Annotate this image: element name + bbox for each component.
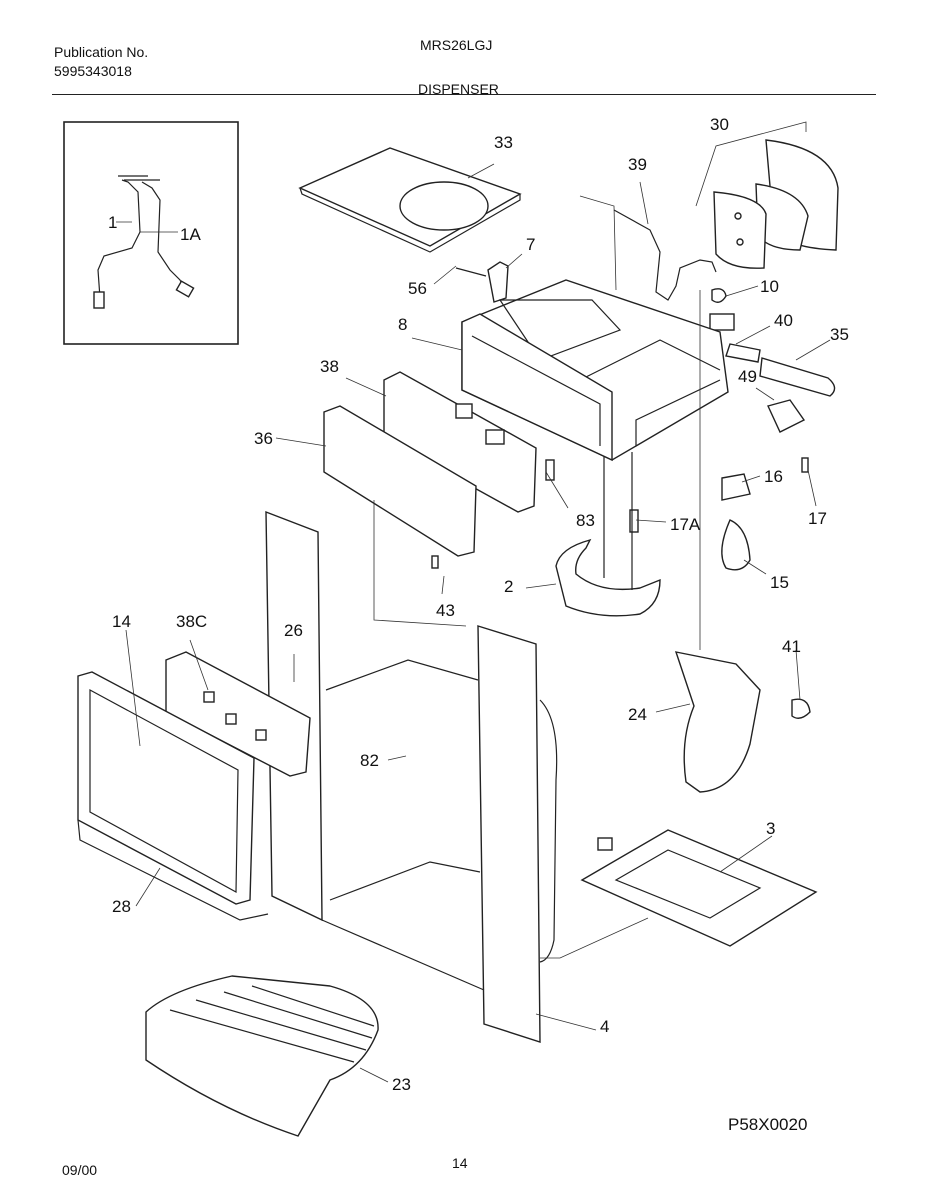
callout-33: 33 — [494, 133, 513, 152]
publication-number: 5995343018 — [54, 63, 132, 79]
part-24-actuator-arm — [674, 651, 811, 793]
part-39-wire-assembly — [613, 209, 735, 331]
callout-35: 35 — [830, 325, 849, 344]
callout-82: 82 — [360, 751, 379, 770]
callout-38c: 38C — [176, 612, 207, 631]
footer-date: 09/00 — [62, 1162, 98, 1178]
part-36-panel — [323, 405, 477, 557]
callout-1: 1 — [108, 213, 117, 232]
callout-8: 8 — [398, 315, 407, 334]
part-16-15-fasteners — [431, 457, 809, 571]
section-title: DISPENSER — [418, 81, 499, 97]
part-35-solenoid-rod — [725, 343, 836, 433]
callout-15: 15 — [770, 573, 789, 592]
header-rule — [52, 94, 876, 95]
page-number: 14 — [452, 1155, 468, 1171]
model-number: MRS26LGJ — [420, 37, 493, 53]
part-2-cradle — [555, 452, 661, 617]
inset-wiring-box — [63, 121, 239, 345]
callout-28: 28 — [112, 897, 131, 916]
callout-3: 3 — [766, 819, 775, 838]
callout-56: 56 — [408, 279, 427, 298]
part-top-cover — [298, 147, 522, 253]
leader-lines — [116, 121, 831, 1083]
part-8-housing — [461, 279, 729, 462]
part-7-bracket — [455, 261, 509, 303]
callout-1a: 1A — [180, 225, 201, 244]
part-23-drip-tray — [145, 975, 379, 1137]
callout-10: 10 — [760, 277, 779, 296]
callout-40: 40 — [774, 311, 793, 330]
callout-17a: 17A — [670, 515, 701, 534]
callout-36: 36 — [254, 429, 273, 448]
callout-14: 14 — [112, 612, 131, 631]
callout-38: 38 — [320, 357, 339, 376]
callout-23: 23 — [392, 1075, 411, 1094]
callout-83: 83 — [576, 511, 595, 530]
figure-code: P58X0020 — [728, 1115, 808, 1134]
callout-16: 16 — [764, 467, 783, 486]
callout-17: 17 — [808, 509, 827, 528]
callout-7: 7 — [526, 235, 535, 254]
callout-2: 2 — [504, 577, 513, 596]
callout-43: 43 — [436, 601, 455, 620]
publication-label: Publication No. — [54, 44, 149, 60]
callout-labels: 1 1A 2 3 4 7 8 10 14 15 16 17 17A 23 24 … — [108, 115, 849, 1094]
callout-30: 30 — [710, 115, 729, 134]
part-3-heater — [580, 829, 818, 947]
callout-26: 26 — [284, 621, 303, 640]
callout-39: 39 — [628, 155, 647, 174]
callout-24: 24 — [628, 705, 647, 724]
callout-4: 4 — [600, 1017, 609, 1036]
part-30-housing — [713, 139, 839, 269]
callout-49: 49 — [738, 367, 757, 386]
part-14-front-panel — [77, 671, 269, 921]
callout-41: 41 — [782, 637, 801, 656]
